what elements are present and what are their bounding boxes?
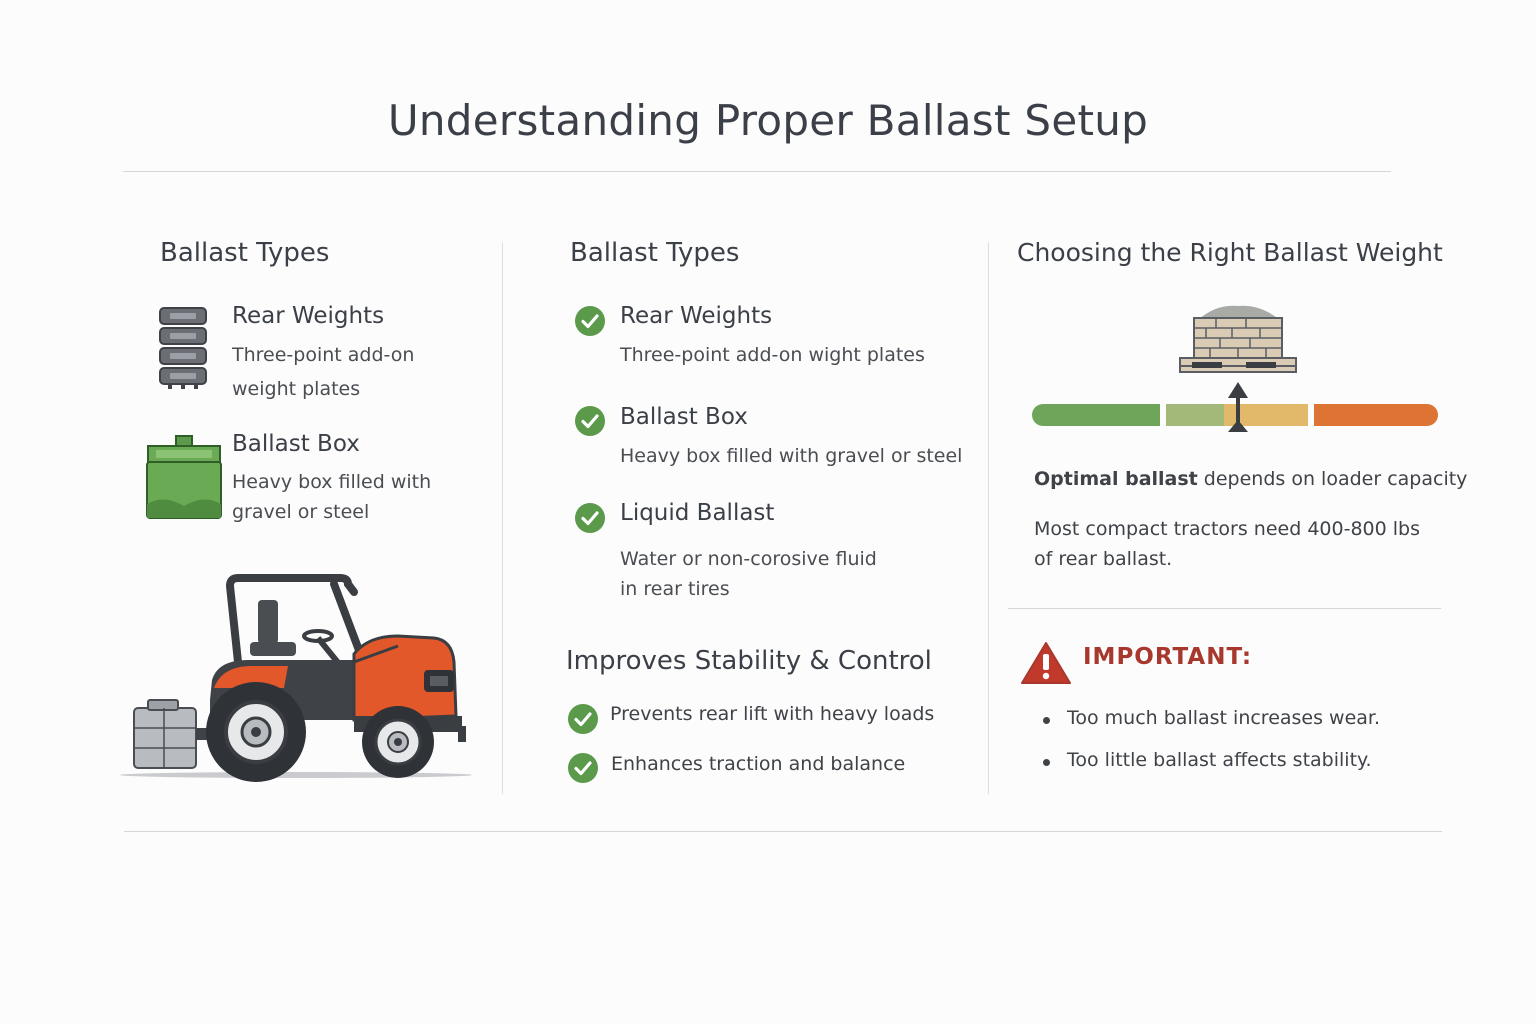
left-item-rear-weights-label: Rear Weights <box>232 303 385 329</box>
title-divider <box>123 171 1391 172</box>
left-heading: Ballast Types <box>160 238 330 268</box>
ballast-recommendation-line-2: of rear ballast. <box>1034 548 1173 570</box>
right-heading: Choosing the Right Ballast Weight <box>1017 238 1443 267</box>
middle-item-rear-weights-desc: Three-point add-on wight plates <box>620 344 925 366</box>
bottom-divider <box>124 831 1442 832</box>
column-divider-1 <box>502 242 503 794</box>
left-item-rear-weights-desc-2: weight plates <box>232 378 361 400</box>
check-icon <box>575 406 605 436</box>
stability-heading: Improves Stability & Control <box>566 646 932 676</box>
middle-item-ballast-box-label: Ballast Box <box>620 404 748 430</box>
bullet-dot <box>1043 759 1050 766</box>
ballast-recommendation-line-1: Most compact tractors need 400-800 lbs <box>1034 518 1420 540</box>
check-icon <box>568 704 598 734</box>
column-divider-2 <box>988 242 989 794</box>
middle-item-liquid-ballast-desc-1: Water or non-corosive fluid <box>620 548 877 570</box>
optimal-ballast-rest: depends on loader capacity <box>1197 468 1468 490</box>
bullet-dot <box>1043 717 1050 724</box>
middle-heading: Ballast Types <box>570 238 740 268</box>
check-icon <box>568 753 598 783</box>
warning-bullet: Too little ballast affects stability. <box>1067 749 1372 771</box>
weight-scale-bar <box>1032 382 1438 432</box>
pallet-icon <box>1179 305 1297 373</box>
optimal-ballast-bold: Optimal ballast <box>1034 468 1198 490</box>
check-icon <box>575 306 605 336</box>
middle-item-rear-weights-label: Rear Weights <box>620 303 773 329</box>
optimal-ballast-note: Optimal ballast depends on loader capaci… <box>1034 464 1467 494</box>
tractor-illustration <box>120 574 472 782</box>
benefit-item: Enhances traction and balance <box>611 753 906 775</box>
left-item-ballast-box-label: Ballast Box <box>232 431 360 457</box>
check-icon <box>575 503 605 533</box>
left-item-rear-weights-desc-1: Three-point add-on <box>232 344 415 366</box>
middle-item-ballast-box-desc: Heavy box filled with gravel or steel <box>620 445 963 467</box>
benefit-item: Prevents rear lift with heavy loads <box>610 703 935 725</box>
important-label: IMPORTANT: <box>1083 644 1253 670</box>
middle-item-liquid-ballast-label: Liquid Ballast <box>620 500 775 526</box>
right-divider <box>1008 608 1441 609</box>
rear-weights-icon <box>159 307 207 389</box>
ballast-box-icon <box>146 435 222 519</box>
middle-item-liquid-ballast-desc-2: in rear tires <box>620 578 730 600</box>
page-title: Understanding Proper Ballast Setup <box>387 96 1149 145</box>
left-item-ballast-box-desc-2: gravel or steel <box>232 501 370 523</box>
warning-bullet: Too much ballast increases wear. <box>1067 707 1381 729</box>
warning-icon <box>1021 642 1071 684</box>
left-item-ballast-box-desc-1: Heavy box filled with <box>232 471 432 493</box>
